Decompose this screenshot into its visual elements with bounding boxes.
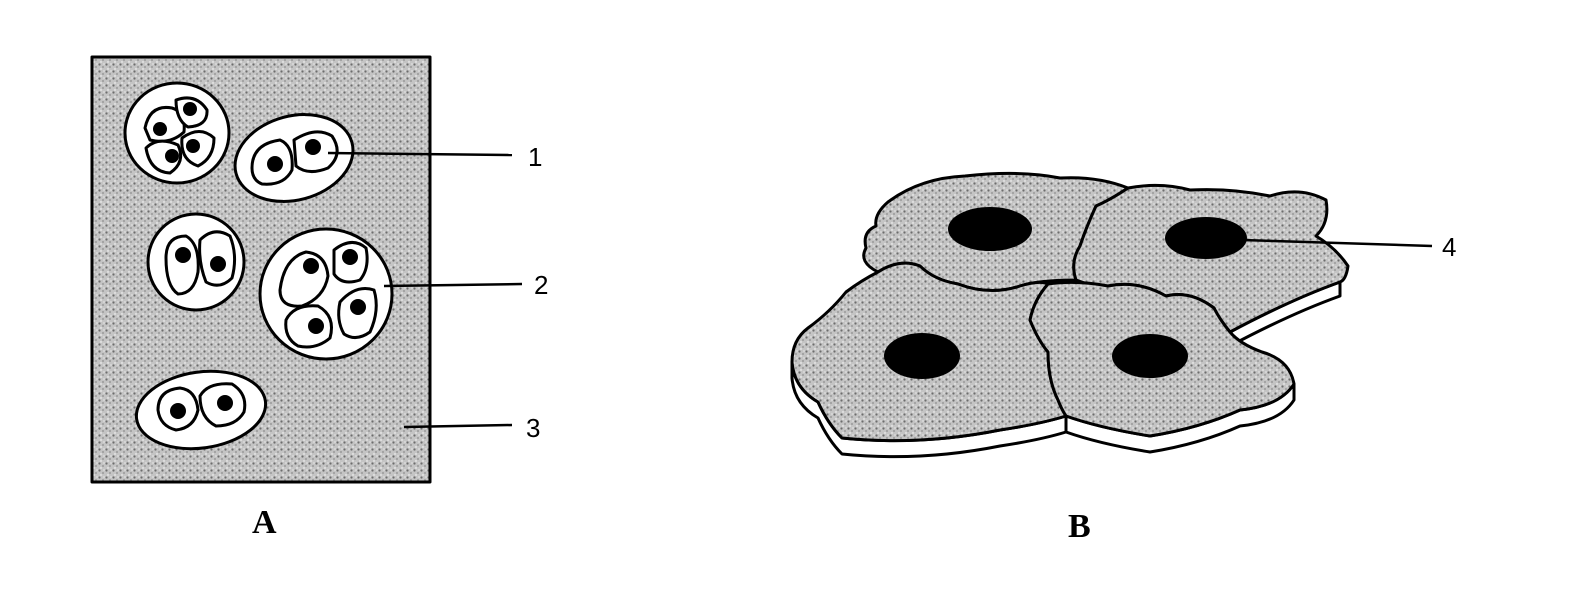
leader-line-2 [383,282,523,288]
nucleus [350,299,366,315]
nucleus [1112,334,1188,378]
callout-1: 1 [528,142,542,172]
nucleus [210,256,226,272]
lacuna-four-cells-large [258,227,394,361]
leader-line-3 [403,423,513,429]
leader-line-1 [327,151,513,157]
nucleus [305,139,321,155]
leader-line-4 [1241,238,1433,248]
panel-a: 1 2 3 A [90,55,548,541]
callout-3: 3 [526,413,540,443]
nucleus [186,139,200,153]
lacuna-two-cells-bottom [134,369,268,451]
nucleus [948,207,1032,251]
nucleus [175,247,191,263]
nucleus [308,318,324,334]
nucleus [170,403,186,419]
nucleus [267,156,283,172]
nucleus [342,249,358,265]
nucleus [153,122,167,136]
callout-4: 4 [1442,232,1456,262]
lacuna-two-cells-middle [146,212,246,312]
callout-2: 2 [534,270,548,300]
lacuna-four-cells-top [123,81,231,185]
nucleus [165,149,179,163]
nucleus [1165,217,1247,259]
panel-b: 4 B [790,171,1456,545]
nucleus [183,102,197,116]
nucleus [884,333,960,379]
panel-label-b: B [1068,508,1091,545]
nucleus [303,258,319,274]
lacuna-two-cells-pointed [233,113,355,203]
panel-label-a: A [252,504,277,541]
nucleus [217,395,233,411]
